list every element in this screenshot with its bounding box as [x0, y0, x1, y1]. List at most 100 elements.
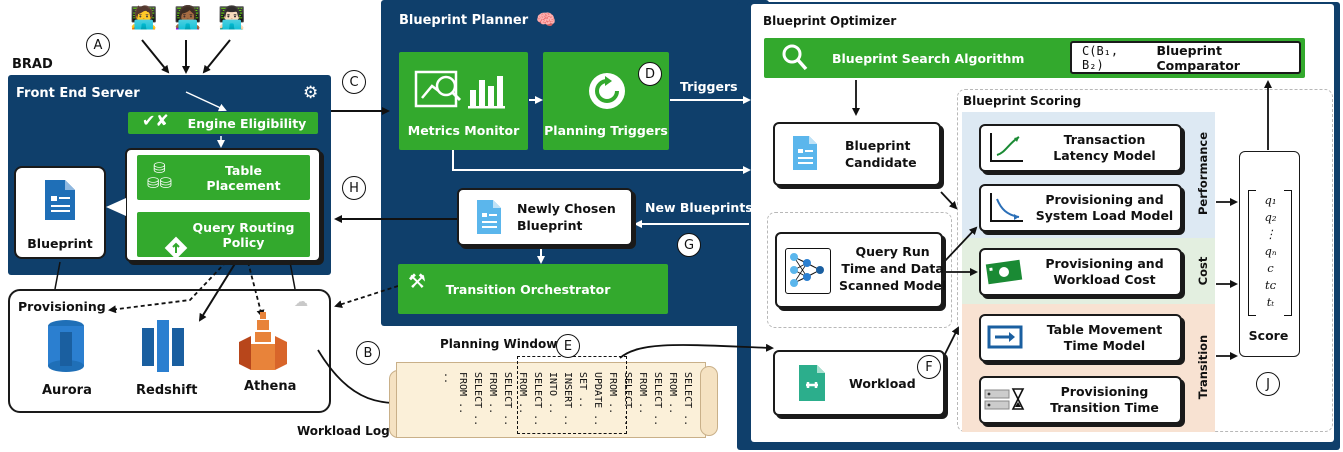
transaction-latency-model: Transaction Latency Model: [979, 124, 1182, 172]
model-label: Provisioning and System Load Model: [1035, 192, 1174, 223]
blueprint-label: Blueprint: [27, 236, 93, 251]
blueprint-candidate-label: Blueprint Candidate: [845, 138, 917, 170]
log-scroll: [396, 362, 706, 438]
user-icon-2: 👩🏾‍💻: [174, 6, 202, 31]
workload-cost-model: Provisioning and Workload Cost: [979, 248, 1182, 296]
athena-label: Athena: [244, 379, 297, 394]
query-run-time-model: Query Run Time and Data Scanned Model: [775, 232, 947, 308]
log-entry: SELECT ..: [682, 372, 693, 427]
transition-orchestrator-label: Transition Orchestrator: [445, 281, 611, 297]
log-entry: FROM ..: [517, 372, 528, 415]
document-icon: [791, 134, 819, 172]
log-entry: FROM ..: [457, 372, 468, 415]
log-entry: SELECT ..: [622, 372, 633, 427]
model-label: Provisioning and Workload Cost: [1045, 256, 1164, 287]
analytics-icon: [414, 70, 514, 110]
metrics-monitor-label: Metrics Monitor: [407, 123, 520, 138]
marker-g: G: [677, 233, 701, 257]
magnifier-icon: [782, 44, 808, 73]
athena-icon: [237, 312, 289, 372]
chart-up-icon: [981, 129, 1029, 167]
model-label: Table Movement Time Model: [1046, 322, 1163, 353]
query-model-group: [767, 212, 952, 328]
blueprint-card: Blueprint: [14, 166, 106, 259]
balloon-pointer: [106, 198, 126, 216]
cloud-icon: ☁: [294, 294, 308, 310]
triggers-label: Triggers: [680, 79, 738, 94]
log-entry: SELECT ..: [652, 372, 663, 427]
score-entry: qₙ: [1264, 244, 1277, 258]
front-end-server-title: Front End Server: [16, 86, 140, 101]
engine-eligibility: ✔✘ Engine Eligibility: [128, 112, 318, 134]
right-bracket: [1284, 190, 1292, 316]
blueprint-comparator: C(B₁, B₂) Blueprint Comparator: [1070, 41, 1301, 74]
workload-box: Workload: [773, 350, 945, 416]
user-arrow-1: [141, 39, 170, 74]
table-movement-model: Table Movement Time Model: [979, 314, 1182, 362]
score-entry: c: [1267, 261, 1274, 275]
brain-icon: 🧠: [536, 10, 556, 29]
newly-chosen-blueprint: Newly Chosen Blueprint: [457, 188, 633, 246]
score-entry: q₁: [1264, 193, 1277, 207]
blueprint-candidate: Blueprint Candidate: [773, 122, 941, 186]
blueprint-planner-title: Blueprint Planner: [399, 13, 529, 28]
planning-window-box: [517, 356, 627, 434]
engine-eligibility-label: Engine Eligibility: [187, 115, 307, 131]
chart-down-icon: [981, 189, 1029, 227]
workload-log-label: Workload Log: [297, 424, 390, 438]
log-entry: FROM ..: [607, 372, 618, 415]
workload-label: Workload: [849, 376, 916, 391]
marker-a: A: [86, 33, 110, 57]
marker-b: B: [356, 341, 380, 365]
log-entry: SELECT ..: [472, 372, 483, 427]
scroll-right-roll: [700, 366, 718, 436]
search-algorithm-label: Blueprint Search Algorithm: [832, 50, 1025, 66]
neural-network-icon: [785, 248, 831, 294]
log-entry: ..: [442, 372, 453, 385]
system-load-model: Provisioning and System Load Model: [979, 184, 1182, 232]
model-label: Transaction Latency Model: [1053, 132, 1156, 163]
planning-triggers-label: Planning Triggers: [544, 123, 668, 138]
check-cross-icon: ✔✘: [142, 111, 169, 130]
provisioning-transition-model: Provisioning Transition Time: [979, 376, 1182, 424]
database-icon: ⛁⛁⛁: [147, 159, 173, 192]
brad-label: BRAD: [12, 57, 53, 72]
log-entry: FROM ..: [637, 372, 648, 415]
table-placement: ⛁⛁⛁ Table Placement: [137, 155, 310, 200]
log-entry: SELECT ..: [532, 372, 543, 427]
server-hourglass-icon: [981, 381, 1029, 419]
money-icon: [981, 253, 1029, 291]
marker-j: J: [1256, 372, 1280, 396]
left-bracket: [1248, 190, 1256, 316]
new-blueprints-label: New Blueprints: [645, 200, 753, 215]
log-entries: SELECT .. FROM .. SELECT .. FROM .. SELECT .…: [410, 366, 700, 436]
blueprint-optimizer-title: Blueprint Optimizer: [763, 14, 897, 28]
workload-document-icon: [797, 363, 827, 403]
scoring-title: Blueprint Scoring: [963, 94, 1082, 108]
routing-sign-icon: [145, 219, 188, 260]
user-arrow-3: [202, 39, 231, 74]
marker-c: C: [342, 70, 366, 94]
score-label: Score: [1248, 328, 1289, 343]
marker-f: F: [917, 355, 941, 379]
query-model-label: Query Run Time and Data Scanned Model: [839, 244, 947, 293]
marker-e: E: [556, 334, 580, 358]
score-entry: q₂: [1264, 210, 1277, 224]
redshift-icon: [140, 318, 186, 374]
document-icon: [43, 178, 77, 222]
log-entry: FROM ..: [667, 372, 678, 415]
gears-icon: ⚙: [303, 83, 319, 103]
provisioning-title: Provisioning: [18, 299, 106, 314]
metrics-monitor: Metrics Monitor: [399, 52, 528, 150]
transition-orchestrator: ⚒ Transition Orchestrator: [398, 264, 668, 314]
planning-window-label: Planning Window: [440, 337, 558, 351]
marker-d: D: [638, 62, 662, 86]
user-icon-1: 🧑‍💻: [130, 6, 158, 31]
aurora-label: Aurora: [42, 383, 92, 398]
log-entry: FROM ..: [487, 372, 498, 415]
user-icon-3: 👨🏻‍💻: [218, 6, 246, 31]
log-entry: INTO ..: [547, 372, 558, 415]
